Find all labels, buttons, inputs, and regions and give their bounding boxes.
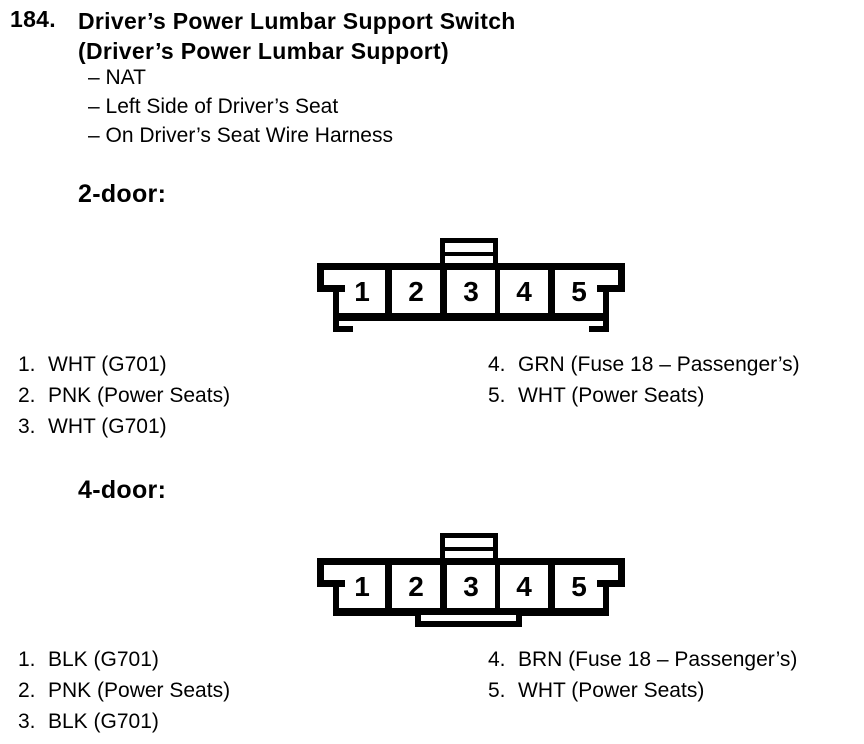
pin-row-number: 3. [18, 710, 36, 733]
pin-row-label: BRN (Fuse 18 – Passenger’s) [518, 648, 798, 671]
pin-list-2door-right: 4. GRN (Fuse 18 – Passenger’s) 5. WHT (Pow… [488, 353, 800, 415]
pin-row-number: 2. [18, 679, 36, 702]
connector-bottom-tab [415, 608, 522, 627]
pin-number-4: 4 [516, 571, 532, 602]
pin-number-2: 2 [408, 571, 424, 602]
pin-row-number: 4. [488, 353, 506, 376]
pin-row-label: BLK (G701) [48, 648, 159, 671]
item-number: 184. [10, 6, 56, 32]
pin-number-5: 5 [571, 276, 587, 307]
pin-number-3: 3 [463, 276, 479, 307]
pin-number-4: 4 [516, 276, 532, 307]
pin-row: 5. WHT (Power Seats) [488, 679, 797, 710]
page-title-line2: (Driver’s Power Lumbar Support) [78, 38, 449, 64]
connector-diagram-2door: 1 2 3 4 5 [317, 238, 625, 332]
pin-row-number: 3. [18, 415, 36, 438]
section-heading-4door: 4-door: [78, 476, 167, 504]
pin-number-2: 2 [408, 276, 424, 307]
pin-row: 4. GRN (Fuse 18 – Passenger’s) [488, 353, 800, 384]
pin-row-label: WHT (Power Seats) [518, 679, 705, 702]
pin-list-4door-left: 1. BLK (G701) 2. PNK (Power Seats) 3. BLK (… [18, 648, 230, 741]
pin-row: 1. BLK (G701) [18, 648, 230, 679]
pin-row-label: WHT (G701) [48, 415, 167, 438]
pin-number-1: 1 [354, 571, 370, 602]
note-item: – On Driver’s Seat Wire Harness [88, 124, 393, 147]
pin-row: 2. PNK (Power Seats) [18, 679, 230, 710]
connector-housing [317, 263, 625, 332]
pin-number-5: 5 [571, 571, 587, 602]
pin-row-number: 1. [18, 648, 36, 671]
pin-row-label: WHT (G701) [48, 353, 167, 376]
pin-list-4door-right: 4. BRN (Fuse 18 – Passenger’s) 5. WHT (Pow… [488, 648, 797, 710]
note-list: – NAT – Left Side of Driver’s Seat – On … [88, 63, 393, 150]
pin-row: 1. WHT (G701) [18, 353, 230, 384]
pin-row: 3. BLK (G701) [18, 710, 230, 741]
pin-row: 2. PNK (Power Seats) [18, 384, 230, 415]
pin-row-number: 5. [488, 679, 506, 702]
section-heading-2door: 2-door: [78, 180, 167, 208]
pin-number-1: 1 [354, 276, 370, 307]
connector-diagram-4door: 1 2 3 4 5 [317, 533, 625, 627]
pin-row-number: 1. [18, 353, 36, 376]
pin-row: 3. WHT (G701) [18, 415, 230, 446]
page-title: Driver’s Power Lumbar Support Switch (Dr… [78, 6, 516, 66]
pin-row-label: PNK (Power Seats) [48, 679, 231, 702]
note-item: – Left Side of Driver’s Seat [88, 95, 339, 118]
note-item: – NAT [88, 66, 146, 89]
pin-numbers: 1 2 3 4 5 [354, 276, 587, 307]
pin-row-number: 4. [488, 648, 506, 671]
pin-row-label: PNK (Power Seats) [48, 384, 231, 407]
page-title-line1: Driver’s Power Lumbar Support Switch [78, 8, 516, 34]
pin-row-label: BLK (G701) [48, 710, 159, 733]
pin-row-number: 2. [18, 384, 36, 407]
pin-list-2door-left: 1. WHT (G701) 2. PNK (Power Seats) 3. WHT (… [18, 353, 230, 446]
pin-row: 4. BRN (Fuse 18 – Passenger’s) [488, 648, 797, 679]
pin-numbers: 1 2 3 4 5 [354, 571, 587, 602]
pin-number-3: 3 [463, 571, 479, 602]
pin-row-number: 5. [488, 384, 506, 407]
pin-row-label: WHT (Power Seats) [518, 384, 705, 407]
pin-row-label: GRN (Fuse 18 – Passenger’s) [518, 353, 800, 376]
pin-row: 5. WHT (Power Seats) [488, 384, 800, 415]
